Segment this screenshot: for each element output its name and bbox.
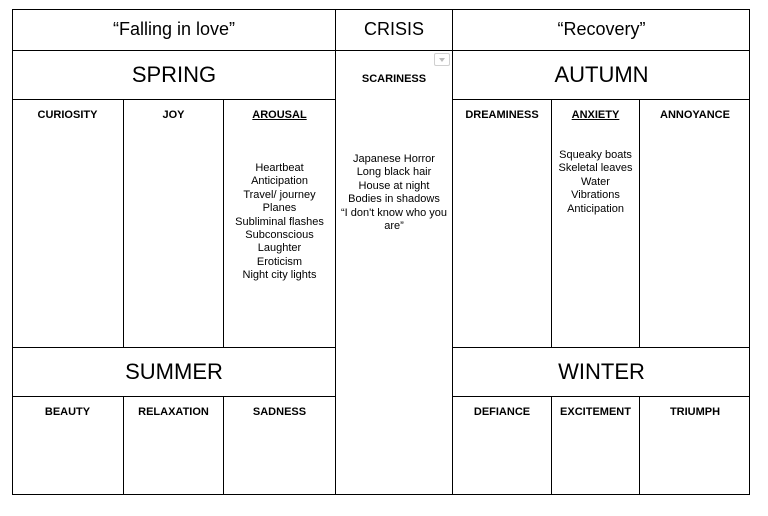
list-item: Planes xyxy=(262,202,297,215)
annoyance-label: ANNOYANCE xyxy=(660,109,730,121)
scariness-label: SCARINESS xyxy=(361,73,427,85)
scariness-cell[interactable]: SCARINESS Japanese Horror Long black hai… xyxy=(336,50,452,495)
curiosity-label: CURIOSITY xyxy=(37,109,98,121)
list-item: Travel/ journey xyxy=(243,188,316,201)
arousal-list: Heartbeat Anticipation Travel/ journey P… xyxy=(224,162,335,283)
crisis-header: CRISIS xyxy=(363,19,424,39)
column-divider xyxy=(123,99,124,347)
summer-heading: SUMMER xyxy=(125,358,223,384)
triumph-label: TRIUMPH xyxy=(669,406,721,418)
row-divider xyxy=(452,396,750,397)
list-item: Subconscious xyxy=(245,229,314,242)
column-divider xyxy=(551,99,552,347)
list-item: Vibrations xyxy=(571,189,620,202)
list-item: Long black hair xyxy=(356,166,432,179)
anxiety-label: ANXIETY xyxy=(571,109,620,121)
dreaminess-label: DREAMINESS xyxy=(465,109,539,121)
row-divider xyxy=(452,99,750,100)
row-divider xyxy=(12,347,336,348)
beauty-label: BEAUTY xyxy=(44,406,91,418)
column-divider xyxy=(639,99,640,347)
scariness-list: Japanese Horror Long black hair House at… xyxy=(336,153,452,233)
row-divider xyxy=(12,396,336,397)
list-item: “I don't know who you xyxy=(340,206,448,219)
list-item: Laughter xyxy=(257,242,302,255)
falling-in-love-header: “Falling in love” xyxy=(112,19,236,39)
column-divider xyxy=(223,99,224,347)
list-item: Skeletal leaves xyxy=(558,162,633,175)
row-divider xyxy=(12,50,750,51)
list-item: Heartbeat xyxy=(255,162,304,174)
row-divider xyxy=(452,347,750,348)
column-divider xyxy=(639,396,640,495)
anxiety-cell[interactable]: ANXIETY Squeaky boats Skeletal leaves Wa… xyxy=(552,100,639,347)
recovery-header: “Recovery” xyxy=(557,19,646,39)
joy-label: JOY xyxy=(162,109,185,121)
sadness-label: SADNESS xyxy=(252,406,307,418)
arousal-cell[interactable]: AROUSAL Heartbeat Anticipation Travel/ j… xyxy=(224,100,335,347)
list-item: Japanese Horror xyxy=(353,153,435,165)
dropdown-arrow-icon[interactable] xyxy=(434,53,450,66)
winter-heading: WINTER xyxy=(558,358,645,384)
column-divider xyxy=(551,396,552,495)
list-item: Eroticism xyxy=(256,255,303,268)
list-item: Squeaky boats xyxy=(559,149,632,161)
column-divider xyxy=(335,9,336,495)
relaxation-label: RELAXATION xyxy=(138,406,209,418)
autumn-heading: AUTUMN xyxy=(554,61,649,87)
list-item: Water xyxy=(581,175,610,188)
list-item: Bodies in shadows xyxy=(348,193,440,206)
column-divider xyxy=(223,396,224,495)
list-item: Anticipation xyxy=(251,175,308,188)
row-divider xyxy=(12,99,336,100)
mood-table xyxy=(12,9,750,495)
list-item: Subliminal flashes xyxy=(235,215,324,228)
list-item: are” xyxy=(384,220,404,233)
anxiety-list: Squeaky boats Skeletal leaves Water Vibr… xyxy=(552,149,639,216)
column-divider xyxy=(123,396,124,495)
spring-heading: SPRING xyxy=(131,61,217,87)
defiance-label: DEFIANCE xyxy=(473,406,531,418)
arousal-label: AROUSAL xyxy=(252,109,307,121)
list-item: Anticipation xyxy=(567,202,624,215)
column-divider xyxy=(452,9,453,495)
list-item: House at night xyxy=(358,179,430,192)
excitement-label: EXCITEMENT xyxy=(560,406,631,418)
list-item: Night city lights xyxy=(242,269,317,282)
